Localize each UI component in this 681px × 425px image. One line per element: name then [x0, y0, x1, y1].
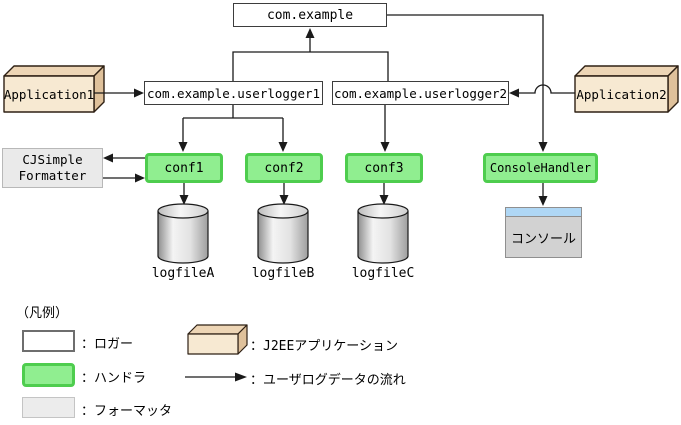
application1-label: Application1 — [4, 76, 94, 112]
legend-title: （凡例） — [16, 306, 69, 321]
logfileB-cylinder-top — [257, 203, 309, 219]
root-logger-box: com.example — [233, 3, 387, 27]
conf2-handler-box: conf2 — [245, 153, 323, 183]
legend-j2ee-swatch-top — [187, 324, 248, 335]
arrowhead-to-conf2 — [278, 142, 288, 152]
application2-text: Application2 — [576, 86, 667, 102]
root-logger-label: com.example — [266, 7, 354, 23]
legend-logger-label: ：ロガー — [81, 337, 134, 352]
logfileC-cylinder-body — [357, 211, 409, 264]
arrowhead-to-conf1-from-formatter — [135, 173, 145, 183]
legend-j2ee-swatch — [187, 324, 248, 355]
arrowhead-to-conf1 — [178, 142, 188, 152]
arrowhead-to-logfileA — [179, 195, 189, 205]
arrowhead-to-root — [305, 28, 315, 38]
tree-userlogger1-to-confs — [182, 105, 284, 143]
application1-box-top — [3, 65, 105, 77]
console-handler-box: ConsoleHandler — [483, 153, 598, 183]
userlogger1-box: com.example.userlogger1 — [144, 81, 323, 105]
conf3-label: conf3 — [364, 160, 404, 176]
logfileA-cylinder-top — [157, 203, 209, 219]
formatter-line2: Formatter — [18, 168, 87, 183]
arrowhead-to-conf3 — [380, 142, 390, 152]
userlogger1-label: com.example.userlogger1 — [146, 85, 321, 101]
legend-handler-label: ：ハンドラ — [81, 371, 147, 386]
arrowhead-to-formatter — [103, 153, 113, 163]
formatter-line1: CJSimple — [22, 152, 83, 167]
legend-flow-arrowhead — [235, 372, 247, 382]
arrowhead-to-console — [538, 196, 548, 206]
console-label: コンソール — [510, 231, 576, 247]
application2-label: Application2 — [575, 76, 668, 112]
arrowhead-to-logfileB — [279, 195, 289, 205]
application2-3d-box — [574, 65, 679, 113]
logfileC-cylinder — [357, 203, 409, 264]
line-root-to-consolehandler — [387, 14, 544, 143]
legend-formatter-swatch — [22, 397, 75, 418]
arrowhead-to-consolehandler — [538, 142, 548, 152]
arrowhead-app1 — [134, 88, 144, 98]
userlogger2-label: com.example.userlogger2 — [333, 85, 508, 101]
conf2-label: conf2 — [264, 160, 304, 176]
application1-3d-box — [3, 65, 105, 113]
console-titlebar — [506, 208, 581, 217]
console-window: コンソール — [505, 207, 582, 258]
legend-j2ee-label: ：J2EEアプリケーション — [250, 339, 399, 354]
arrowhead-to-logfileC — [379, 195, 389, 205]
arrow-app2-to-userlogger2 — [518, 84, 575, 94]
logfileB-label: logfileB — [251, 266, 315, 281]
logfileC-label: logfileC — [351, 266, 415, 281]
conf1-handler-box: conf1 — [145, 153, 223, 183]
application2-box-top — [574, 65, 679, 77]
legend-flow-label: ：ユーザログデータの流れ — [250, 373, 406, 388]
application2-box-front — [574, 75, 669, 113]
logfileA-label: logfileA — [151, 266, 215, 281]
console-handler-label: ConsoleHandler — [489, 161, 592, 175]
logfileB-cylinder — [257, 203, 309, 264]
legend-logger-swatch — [22, 330, 75, 352]
formatter-box: CJSimple Formatter — [2, 148, 103, 188]
arrowhead-app2 — [509, 88, 519, 98]
application1-text: Application1 — [3, 86, 95, 102]
application1-box-front — [3, 75, 95, 113]
userlogger2-box: com.example.userlogger2 — [332, 81, 509, 105]
logfileA-cylinder-body — [157, 211, 209, 264]
logfileB-cylinder-body — [257, 211, 309, 264]
conf3-handler-box: conf3 — [345, 153, 423, 183]
logfileC-cylinder-top — [357, 203, 409, 219]
legend-handler-swatch — [22, 363, 75, 387]
logfileA-cylinder — [157, 203, 209, 264]
legend-j2ee-swatch-front — [187, 333, 239, 355]
console-body: コンソール — [506, 217, 581, 257]
conf1-label: conf1 — [164, 160, 204, 176]
legend-formatter-label: ：フォーマッタ — [81, 404, 173, 419]
tree-userloggers-to-root — [232, 51, 389, 81]
